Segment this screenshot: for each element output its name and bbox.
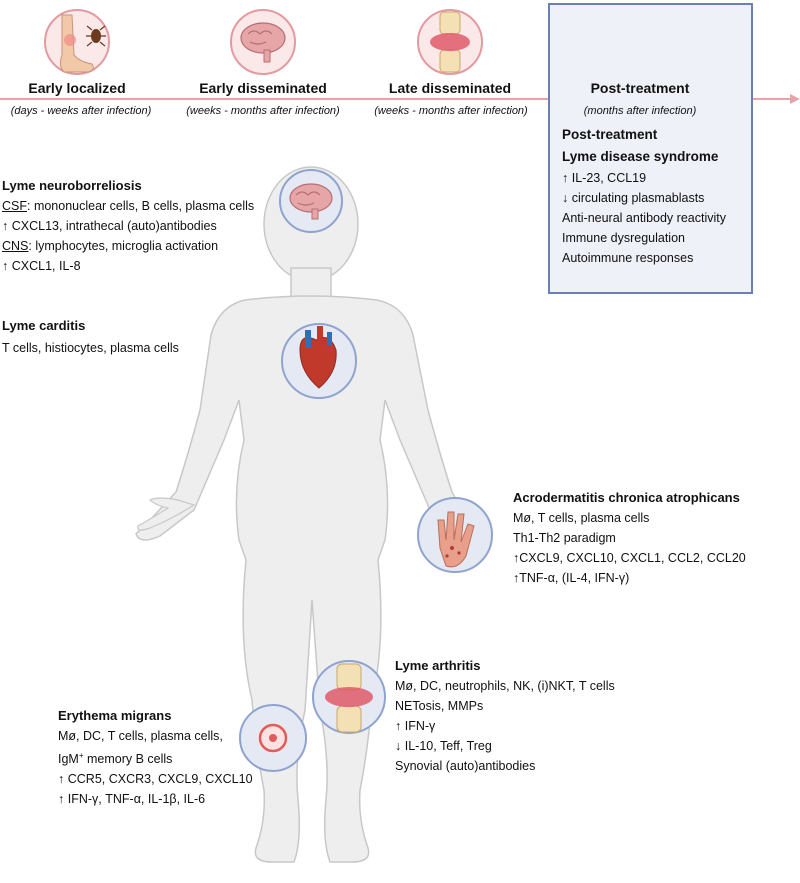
- erythema-line3: ↑ CCR5, CXCR3, CXCL9, CXCL10: [58, 772, 253, 787]
- up-arrow-icon: ↑: [513, 551, 520, 565]
- arthritis-line2: NETosis, MMPs: [395, 699, 484, 713]
- post-treatment-item: Anti-neural antibody reactivity: [562, 211, 726, 225]
- up-arrow-icon: ↑: [58, 772, 65, 787]
- down-arrow-icon: ↓: [395, 739, 402, 753]
- erythema-line4: ↑ IFN-γ, TNF-α, IL-1β, IL-6: [58, 792, 206, 807]
- stage-time-early-disseminated: (weeks - months after infection): [186, 105, 340, 117]
- carditis-line1: T cells, histiocytes, plasma cells: [2, 341, 179, 355]
- up-arrow-icon: ↑: [58, 792, 65, 807]
- neuroborreliosis-line2: ↑ CXCL13, intrathecal (auto)antibodies: [2, 219, 217, 233]
- stage-time-late-disseminated: (weeks - months after infection): [374, 105, 528, 117]
- stage-icon-late-disseminated: [417, 9, 483, 75]
- stage-time-early-localized: (days - weeks after infection): [10, 105, 152, 117]
- acrodermatitis-line3: ↑CXCL9, CXCL10, CXCL1, CCL2, CCL20: [513, 551, 746, 565]
- post-treatment-item: ↑ IL-23, CCL19: [562, 171, 647, 185]
- brain-circle: [279, 169, 343, 233]
- timeline-arrowhead: [790, 94, 800, 104]
- up-arrow-icon: ↑: [395, 719, 402, 733]
- post-treatment-syndrome: Post-treatment Lyme disease syndrome ↑ I…: [562, 124, 726, 268]
- post-treatment-box: [548, 3, 753, 294]
- post-treatment-title-line1: Post-treatment: [562, 127, 658, 142]
- arthritis-line4: ↓ IL-10, Teff, Treg: [395, 739, 492, 753]
- up-arrow-icon: ↑: [2, 259, 9, 273]
- stage-icon-early-disseminated: [230, 9, 296, 75]
- acrodermatitis-line1: Mø, T cells, plasma cells: [513, 511, 650, 525]
- up-arrow-icon: ↑: [2, 219, 9, 233]
- carditis-title: Lyme carditis: [2, 318, 86, 333]
- post-treatment-item: Immune dysregulation: [562, 231, 685, 245]
- arthritis-block: Lyme arthritis Mø, DC, neutrophils, NK, …: [395, 656, 615, 776]
- skin-rash-circle: [239, 704, 307, 772]
- neuroborreliosis-line4: ↑ CXCL1, IL-8: [2, 259, 81, 273]
- arthritis-line3: ↑ IFN-γ: [395, 719, 436, 733]
- down-arrow-icon: ↓: [562, 191, 569, 205]
- stage-title-early-localized: Early localized: [28, 80, 126, 96]
- stage-title-late-disseminated: Late disseminated: [388, 80, 512, 96]
- left-hand-shape: [137, 497, 196, 531]
- neuroborreliosis-block: Lyme neuroborreliosis CSF: mononuclear c…: [2, 176, 254, 276]
- arthritis-line1: Mø, DC, neutrophils, NK, (i)NKT, T cells: [395, 679, 615, 693]
- hand-circle: [417, 497, 493, 573]
- knee-circle: [312, 660, 386, 734]
- post-treatment-item: ↓ circulating plasmablasts: [562, 191, 705, 205]
- neuroborreliosis-cns-line: CNS: lymphocytes, microglia activation: [2, 239, 219, 253]
- stage-title-post-treatment: Post-treatment: [590, 80, 690, 96]
- erythema-line2: IgM+ memory B cells: [58, 751, 173, 767]
- acrodermatitis-line2: Th1-Th2 paradigm: [513, 531, 616, 545]
- erythema-block: Erythema migrans Mø, DC, T cells, plasma…: [58, 706, 253, 809]
- acrodermatitis-title: Acrodermatitis chronica atrophicans: [513, 490, 740, 505]
- post-treatment-title-line2: Lyme disease syndrome: [562, 149, 719, 164]
- post-treatment-item: Autoimmune responses: [562, 251, 694, 265]
- heart-circle: [281, 323, 357, 399]
- stage-icon-early-localized: [44, 9, 110, 75]
- erythema-title: Erythema migrans: [58, 708, 172, 723]
- arthritis-title: Lyme arthritis: [395, 658, 481, 673]
- erythema-line1: Mø, DC, T cells, plasma cells,: [58, 729, 223, 743]
- acrodermatitis-block: Acrodermatitis chronica atrophicans Mø, …: [513, 488, 746, 588]
- neuroborreliosis-csf-line: CSF: mononuclear cells, B cells, plasma …: [2, 199, 255, 213]
- stage-title-early-disseminated: Early disseminated: [199, 80, 327, 96]
- neuroborreliosis-title: Lyme neuroborreliosis: [2, 178, 142, 193]
- acrodermatitis-line4: ↑TNF-α, (IL-4, IFN-γ): [513, 571, 630, 585]
- carditis-block: Lyme carditis T cells, histiocytes, plas…: [2, 316, 179, 358]
- up-arrow-icon: ↑: [562, 171, 569, 185]
- arthritis-line5: Synovial (auto)antibodies: [395, 759, 536, 773]
- stage-time-post-treatment: (months after infection): [583, 105, 697, 117]
- up-arrow-icon: ↑: [513, 571, 520, 585]
